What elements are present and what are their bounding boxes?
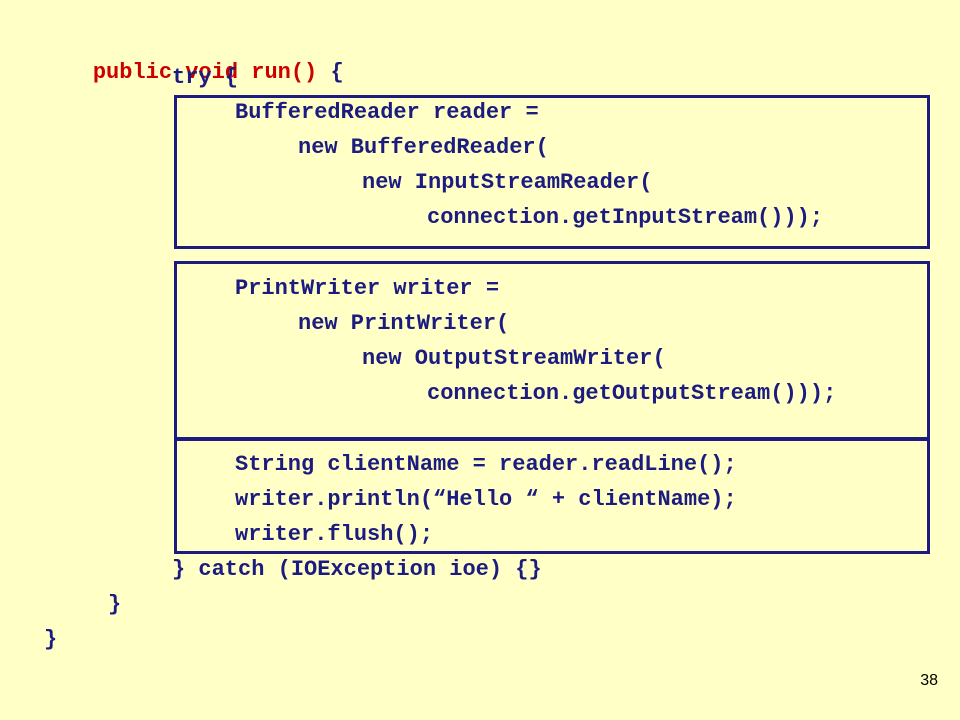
method-close-brace: }: [108, 592, 122, 617]
try-line: try {: [172, 65, 239, 90]
reader-block-frame: [174, 95, 930, 249]
io-line-3: writer.flush();: [235, 522, 434, 547]
writer-line-2: new PrintWriter(: [298, 311, 510, 336]
writer-line-1: PrintWriter writer =: [235, 276, 500, 301]
method-signature-keywords: public void run(): [92, 60, 318, 85]
writer-line-3: new OutputStreamWriter(: [362, 346, 666, 371]
method-open-brace: {: [317, 60, 344, 85]
reader-line-2: new BufferedReader(: [298, 135, 549, 160]
reader-line-1: BufferedReader reader =: [235, 100, 539, 125]
io-block-frame: [174, 437, 930, 554]
writer-line-4: connection.getOutputStream()));: [427, 381, 837, 406]
method-signature-line: public void run() {: [40, 28, 344, 118]
io-line-1: String clientName = reader.readLine();: [235, 452, 737, 477]
class-close-brace: }: [44, 627, 58, 652]
page-number: 38: [920, 672, 938, 689]
reader-line-4: connection.getInputStream()));: [427, 205, 824, 230]
catch-line: } catch (IOException ioe) {}: [172, 557, 542, 582]
reader-line-3: new InputStreamReader(: [362, 170, 653, 195]
io-line-2: writer.println(“Hello “ + clientName);: [235, 487, 737, 512]
